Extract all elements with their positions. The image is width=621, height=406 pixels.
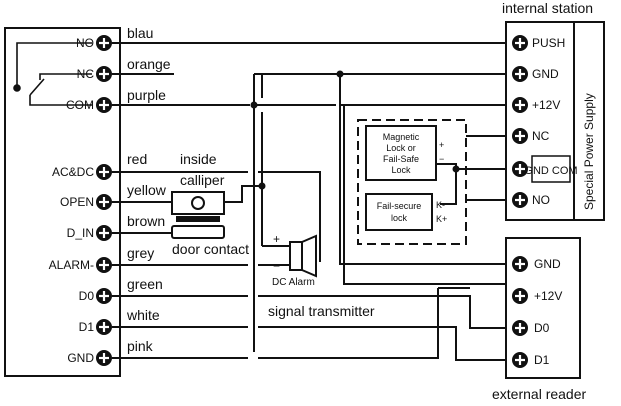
- terminal-icon: [510, 254, 530, 274]
- label-inside: inside: [180, 151, 217, 167]
- power-supply-box: [505, 21, 605, 221]
- terminal-icon: [510, 318, 530, 338]
- terminal-icon: [94, 255, 114, 275]
- terminal-icon: [94, 162, 114, 182]
- fail-secure-line-1: Fail-secure: [377, 201, 422, 211]
- terminal-icon: [94, 286, 114, 306]
- door-contact-icon: [171, 225, 225, 239]
- terminal-icon: [94, 317, 114, 337]
- reader-pin-d0: D0: [534, 321, 550, 335]
- psu-pin-gnd: GND: [532, 67, 559, 81]
- wire-reader-12v: [438, 287, 470, 289]
- psu-pin-nc: NC: [532, 129, 550, 143]
- controller-pin-alarm: ALARM-: [49, 258, 94, 272]
- alarm-plus-label: +: [273, 232, 280, 246]
- terminal-icon: [94, 95, 114, 115]
- internal-station-title: internal station: [502, 0, 593, 16]
- magnetic-lock-line-3: Fail-Safe: [383, 154, 419, 164]
- wire-psu-gnd: [253, 73, 514, 118]
- dc-alarm-icon: [289, 234, 317, 278]
- terminal-icon: [94, 223, 114, 243]
- controller-pin-no: NO: [76, 36, 94, 50]
- lock-group-box: [357, 119, 467, 245]
- controller-pin-d0: D0: [79, 289, 95, 303]
- relay-switch-icon: [13, 42, 92, 106]
- calliper-icon: [171, 191, 225, 222]
- terminal-icon: [510, 64, 530, 84]
- fail-secure-kminus: K-: [436, 200, 445, 210]
- reader-pin-12v: +12V: [534, 289, 562, 303]
- label-dc-alarm: DC Alarm: [272, 277, 315, 288]
- magnetic-lock-plus: +: [439, 140, 444, 150]
- wire-label-grey: grey: [127, 245, 154, 261]
- wire-pink: [112, 288, 439, 359]
- psu-pin-gnd-com: GND COM: [524, 165, 577, 177]
- junction-dot: [452, 165, 460, 173]
- wire-calliper-right: [224, 185, 262, 203]
- wire-label-white: white: [126, 307, 160, 323]
- label-calliper: calliper: [180, 172, 225, 188]
- terminal-icon: [510, 350, 530, 370]
- label-door-contact: door contact: [172, 241, 249, 257]
- controller-pin-d-in: D_IN: [67, 226, 94, 240]
- external-reader-title: external reader: [492, 386, 587, 402]
- magnetic-lock-minus: −: [439, 154, 444, 164]
- controller-pin-open: OPEN: [60, 195, 94, 209]
- terminal-icon: [94, 33, 114, 53]
- wire-label-blau: blau: [127, 25, 153, 41]
- controller-pin-gnd: GND: [67, 351, 94, 365]
- wire-label-brown: brown: [127, 213, 165, 229]
- terminal-icon: [510, 286, 530, 306]
- reader-pin-d1: D1: [534, 353, 550, 367]
- psu-gnd-com-box: [531, 155, 571, 183]
- alarm-minus-label: −: [273, 259, 280, 273]
- terminal-icon: [510, 190, 530, 210]
- controller-pin-nc: NC: [77, 67, 95, 81]
- wire-reader-12v-feed: [343, 105, 520, 285]
- controller-pin-d1: D1: [79, 320, 95, 334]
- terminal-icon: [510, 126, 530, 146]
- junction-dot: [258, 182, 266, 190]
- psu-pin-12v: +12V: [532, 98, 560, 112]
- terminal-icon: [94, 64, 114, 84]
- fail-secure-kplus: K+: [436, 214, 447, 224]
- fail-secure-line-2: lock: [391, 213, 408, 223]
- junction-dot: [250, 101, 258, 109]
- magnetic-lock-line-1: Magnetic: [383, 132, 420, 142]
- wire-green: [112, 295, 518, 329]
- wire-label-pink: pink: [127, 338, 154, 354]
- wire-label-green: green: [127, 276, 163, 292]
- wire-label-orange: orange: [127, 56, 171, 72]
- magnetic-lock-line-2: Lock or: [386, 143, 416, 153]
- magnetic-lock-box: [365, 125, 437, 181]
- psu-pin-no: NO: [532, 193, 550, 207]
- wire-label-purple: purple: [127, 87, 166, 103]
- terminal-icon: [510, 95, 530, 115]
- power-supply-side-label: Special Power Supply: [582, 93, 596, 210]
- magnetic-lock-line-4: Lock: [391, 165, 411, 175]
- wire-label-yellow: yellow: [127, 182, 167, 198]
- label-signal-transmitter: signal transmitter: [268, 303, 375, 319]
- controller-pin-acdc: AC&DC: [52, 165, 94, 179]
- terminal-icon: [94, 192, 114, 212]
- wire-lock-com: [436, 163, 514, 170]
- psu-pin-push: PUSH: [532, 36, 565, 50]
- wire-red: [112, 171, 321, 262]
- terminal-icon: [94, 348, 114, 368]
- controller-pin-com: COM: [66, 98, 94, 112]
- junction-dot: [336, 70, 344, 78]
- terminal-icon: [510, 33, 530, 53]
- wire-white: [112, 326, 518, 361]
- reader-pin-gnd: GND: [534, 257, 561, 271]
- fail-secure-lock-box: [365, 193, 433, 231]
- wire-lock-link: [440, 169, 457, 205]
- wire-label-red: red: [127, 151, 147, 167]
- wire-bus-340: [339, 74, 514, 265]
